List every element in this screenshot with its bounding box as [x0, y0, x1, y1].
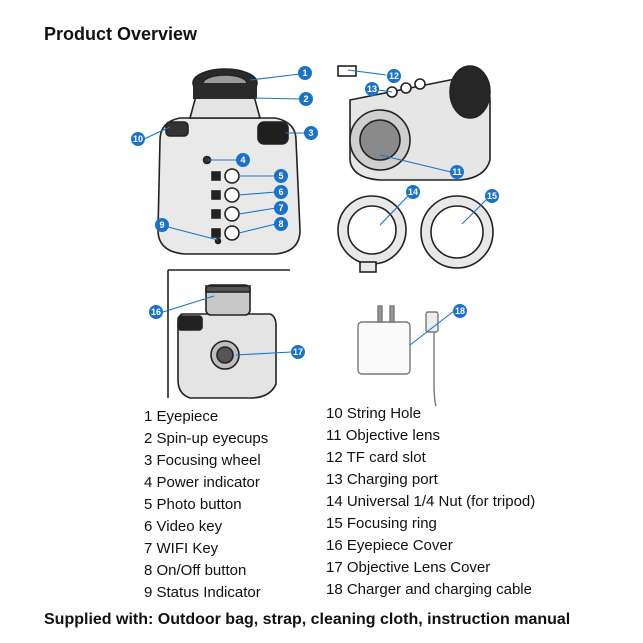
legend-item: 2 Spin-up eyecups [144, 430, 269, 447]
callout-11: 11 [450, 165, 464, 179]
legend-item: 15 Focusing ring [326, 515, 437, 532]
callout-badge [274, 217, 288, 231]
supplied-with-note: Supplied with: Outdoor bag, strap, clean… [44, 611, 571, 628]
callout-badge [274, 201, 288, 215]
callout-18: 18 [453, 304, 467, 318]
callout-badge [131, 132, 145, 146]
legend-item: 12 TF card slot [326, 449, 426, 466]
callout-badge [274, 185, 288, 199]
callout-badge [365, 82, 379, 96]
callout-number: 11 [452, 167, 462, 177]
legend-item: 7 WIFI Key [144, 540, 219, 557]
legend-item: 6 Video key [144, 518, 223, 535]
legend-item: 3 Focusing wheel [144, 452, 261, 469]
callout-number: 12 [389, 71, 399, 81]
callout-12: 12 [387, 69, 401, 83]
legend-item: 11 Objective lens [326, 427, 440, 444]
front-view-illustration [157, 68, 301, 255]
callout-13: 13 [365, 82, 379, 96]
callout-9: 9 [155, 218, 169, 232]
callout-number: 10 [133, 134, 143, 144]
bottom-view-illustration [167, 269, 290, 399]
legend-item: 13 Charging port [326, 471, 438, 488]
legend-item: 10 String Hole [326, 405, 422, 422]
callout-badge [485, 189, 499, 203]
callout-badge [453, 304, 467, 318]
callout-number: 3 [308, 128, 313, 138]
callout-badge [149, 305, 163, 319]
callout-16: 16 [149, 305, 163, 319]
callout-badge [155, 218, 169, 232]
callout-3: 3 [304, 126, 318, 140]
legend-item: 17 Objective Lens Cover [326, 559, 491, 576]
legend-item: 18 Charger and charging cable [326, 581, 532, 598]
callout-number: 2 [303, 94, 308, 104]
leader-lines [143, 69, 489, 356]
callout-number: 1 [302, 68, 307, 78]
callout-1: 1 [298, 66, 312, 80]
callout-badge [298, 66, 312, 80]
callout-number: 17 [293, 347, 303, 357]
charger-illustration [357, 305, 439, 407]
callout-number: 4 [240, 155, 245, 165]
callout-2: 2 [299, 92, 313, 106]
callout-number: 9 [159, 220, 164, 230]
callout-number: 7 [278, 203, 283, 213]
legend-item: 9 Status Indicator [144, 584, 261, 601]
callout-4: 4 [236, 153, 250, 167]
callout-number: 18 [455, 306, 465, 316]
callout-badge [450, 165, 464, 179]
callout-17: 17 [291, 345, 305, 359]
legend-item: 4 Power indicator [144, 474, 260, 491]
legend-item: 14 Universal 1/4 Nut (for tripod) [326, 493, 536, 510]
callout-number: 15 [487, 191, 497, 201]
callout-7: 7 [274, 201, 288, 215]
callout-badge [291, 345, 305, 359]
callout-10: 10 [131, 132, 145, 146]
page-title: Product Overview [44, 24, 198, 44]
callout-badge [236, 153, 250, 167]
callout-badge [299, 92, 313, 106]
legend-item: 16 Eyepiece Cover [326, 537, 453, 554]
callout-badge [304, 126, 318, 140]
callout-6: 6 [274, 185, 288, 199]
legend-item: 8 On/Off button [144, 562, 247, 579]
callout-number: 16 [151, 307, 161, 317]
lens-covers-illustration [337, 195, 494, 273]
legend-item: 5 Photo button [144, 496, 242, 513]
callout-number: 14 [408, 187, 418, 197]
legend-item: 1 Eyepiece [144, 408, 219, 425]
callout-number: 8 [278, 219, 283, 229]
callout-badge [406, 185, 420, 199]
callout-badge [274, 169, 288, 183]
callout-number: 5 [278, 171, 283, 181]
callout-8: 8 [274, 217, 288, 231]
callout-number: 6 [278, 187, 283, 197]
callout-number: 13 [367, 84, 377, 94]
callout-14: 14 [406, 185, 420, 199]
callout-15: 15 [485, 189, 499, 203]
rear-view-illustration [337, 65, 491, 181]
callout-5: 5 [274, 169, 288, 183]
callout-badge [387, 69, 401, 83]
